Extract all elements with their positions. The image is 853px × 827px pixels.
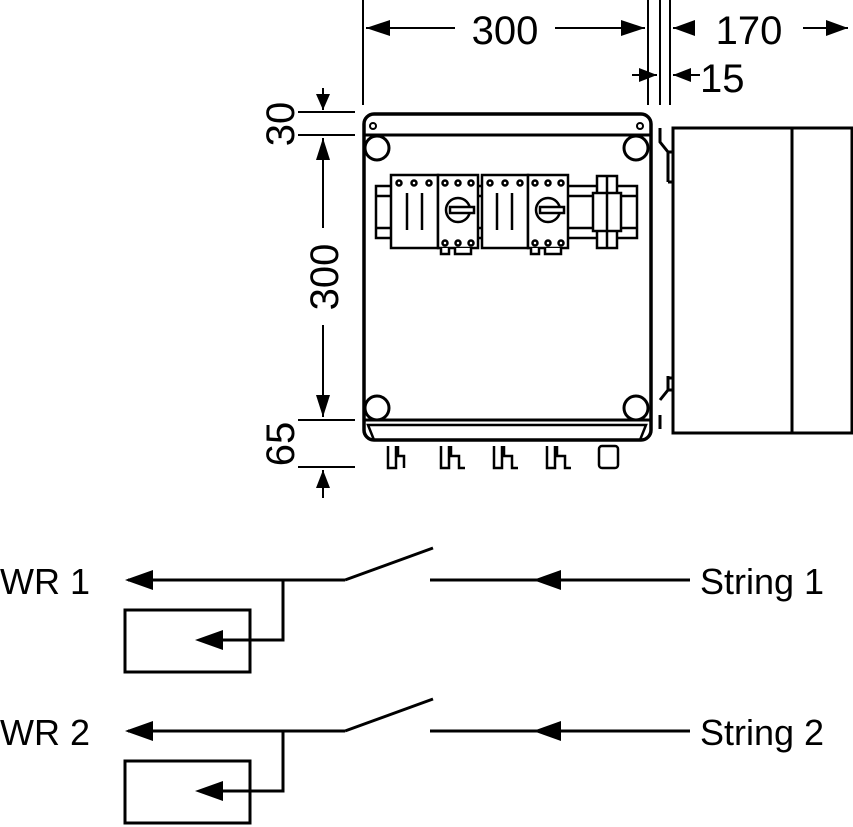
- circuit-2: [123, 697, 690, 825]
- dimension-depth: 170 15: [632, 0, 848, 105]
- dc-switch-disconnector: [436, 173, 570, 256]
- wr1-label: WR 1: [0, 561, 90, 602]
- enclosure-side-view: [658, 126, 853, 435]
- inverter-box: [123, 608, 252, 674]
- enclosure-front-view: [362, 112, 653, 470]
- mounting-hole-icon: [363, 122, 650, 422]
- bottom-margin-label: 65: [259, 422, 303, 467]
- height-label: 300: [303, 244, 347, 311]
- pv-connector-icon: [386, 444, 620, 470]
- top-margin-label: 30: [259, 102, 303, 147]
- surge-protector: [389, 173, 530, 250]
- circuit-1: [123, 546, 690, 674]
- wr2-label: WR 2: [0, 712, 90, 753]
- gap-label: 15: [700, 57, 745, 101]
- string1-label: String 1: [700, 561, 824, 602]
- depth-label: 170: [716, 9, 783, 53]
- string2-label: String 2: [700, 712, 824, 753]
- inverter-box: [123, 759, 252, 825]
- width-label: 300: [472, 9, 539, 53]
- dimension-height: 30 300 65: [259, 88, 355, 498]
- dimension-width: 300: [362, 0, 649, 105]
- switch-blade: [344, 546, 434, 582]
- terminal-block: [591, 174, 623, 250]
- switch-blade: [344, 697, 434, 733]
